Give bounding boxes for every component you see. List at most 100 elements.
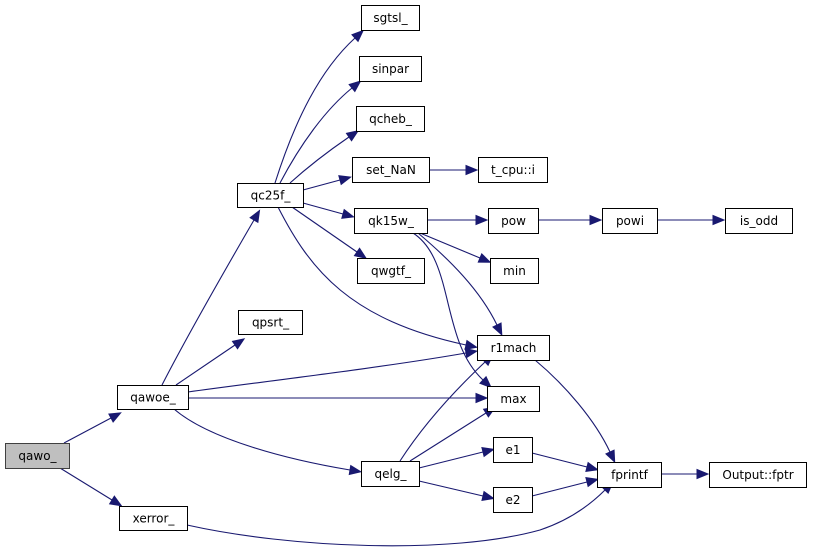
edge-qawoe--to-qelg- <box>173 408 363 476</box>
node-xerror[interactable]: xerror_ <box>119 506 188 531</box>
node-qk15w[interactable]: qk15w_ <box>354 208 428 234</box>
arrowhead-icon <box>231 338 246 350</box>
node-box[interactable] <box>478 157 548 183</box>
node-label: min <box>503 264 526 278</box>
node-box[interactable] <box>357 258 425 284</box>
edge-qc25f--to-sgtsl- <box>274 29 365 184</box>
edge-line <box>531 452 588 468</box>
edge-line <box>63 417 112 444</box>
node-fprintf[interactable]: fprintf <box>597 462 662 488</box>
node-max[interactable]: max <box>487 386 540 412</box>
node-box[interactable] <box>237 183 304 208</box>
edge-line <box>187 352 467 393</box>
edge-line <box>409 412 487 462</box>
node-qelg[interactable]: qelg_ <box>361 461 420 487</box>
edge-qc25f--to-set-NaN <box>302 175 352 191</box>
node-powi[interactable]: powi <box>602 208 658 234</box>
node-min[interactable]: min <box>490 258 539 284</box>
node-label: powi <box>616 214 644 228</box>
node-e1[interactable]: e1 <box>493 437 533 463</box>
arrowhead-icon <box>348 80 362 93</box>
node-label: xerror_ <box>133 512 176 526</box>
arrowhead-icon <box>492 322 503 337</box>
node-label: qc25f_ <box>251 189 292 203</box>
node-is-odd[interactable]: is_odd <box>725 208 793 234</box>
edge-qawoe--to-qpsrt- <box>175 338 246 386</box>
node-box[interactable] <box>709 462 807 488</box>
edge-qk15w--to-max <box>412 232 493 389</box>
arrowhead-icon <box>108 495 123 507</box>
node-box[interactable] <box>493 437 533 463</box>
edge-qc25f--to-sinpar <box>279 80 362 184</box>
edge-line <box>173 408 351 471</box>
node-box[interactable] <box>477 335 550 361</box>
node-label: fprintf <box>611 468 648 482</box>
node-box[interactable] <box>490 258 539 284</box>
arrowhead-icon <box>585 477 599 488</box>
arrowhead-icon <box>345 130 360 142</box>
node-label: is_odd <box>740 214 778 228</box>
node-box[interactable] <box>117 385 189 410</box>
arrowhead-icon <box>475 392 489 404</box>
edge-e1-to-fprintf <box>531 452 599 472</box>
node-qawo[interactable]: qawo_ <box>5 443 70 469</box>
node-label: pow <box>501 214 526 228</box>
arrowhead-icon <box>585 461 599 472</box>
edge-line <box>302 179 341 191</box>
nodes-layer: qawo_ qawoe_ xerror_ qc25f_ qpsrt_ qelg_ sgtsl… <box>5 5 807 531</box>
edge-line <box>302 202 344 215</box>
node-box[interactable] <box>352 157 430 183</box>
edge-line <box>417 232 498 326</box>
arrowhead-icon <box>464 347 479 359</box>
node-qawoe[interactable]: qawoe_ <box>117 385 189 410</box>
edge-line <box>59 467 113 501</box>
edge-qc25f--to-qwgtf- <box>291 206 368 260</box>
arrowhead-icon <box>341 208 355 219</box>
node-qc25f[interactable]: qc25f_ <box>237 183 304 208</box>
edge-qk15w--to-pow <box>427 214 489 226</box>
node-sgtsl[interactable]: sgtsl_ <box>361 5 420 31</box>
node-box[interactable] <box>354 208 428 234</box>
node-label: qpsrt_ <box>252 316 290 330</box>
edge-line <box>175 344 236 386</box>
arrowhead-icon <box>712 214 726 226</box>
node-e2[interactable]: e2 <box>493 487 533 513</box>
arrowhead-icon <box>589 214 603 226</box>
node-box[interactable] <box>602 208 658 234</box>
node-box[interactable] <box>725 208 793 234</box>
node-label: qawoe_ <box>130 391 177 405</box>
node-qcheb[interactable]: qcheb_ <box>356 106 425 132</box>
edge-qk15w--to-r1mach <box>417 232 503 337</box>
node-box[interactable] <box>361 461 420 487</box>
node-box[interactable] <box>5 443 70 469</box>
node-set-NaN[interactable]: set_NaN <box>352 157 430 183</box>
node-box[interactable] <box>119 506 188 531</box>
node-pow[interactable]: pow <box>488 208 539 234</box>
edges-layer <box>59 29 726 547</box>
node-box[interactable] <box>359 56 422 82</box>
node-box[interactable] <box>356 106 425 132</box>
node-label: qawo_ <box>18 449 57 463</box>
node-qpsrt[interactable]: qpsrt_ <box>238 310 303 335</box>
node-label: max <box>500 392 526 406</box>
edge-qawo--to-xerror- <box>59 467 123 507</box>
node-qwgtf[interactable]: qwgtf_ <box>357 258 425 284</box>
node-box[interactable] <box>361 5 420 31</box>
node-box[interactable] <box>597 462 662 488</box>
arrowhead-icon <box>481 490 495 501</box>
node-t-cpu-i[interactable]: t_cpu::i <box>478 157 548 183</box>
arrowhead-icon <box>108 412 122 423</box>
node-box[interactable] <box>487 386 540 412</box>
edge-line <box>274 37 356 184</box>
node-sinpar[interactable]: sinpar <box>359 56 422 82</box>
node-label: qelg_ <box>375 467 408 481</box>
edge-line <box>279 87 353 184</box>
node-r1mach[interactable]: r1mach <box>477 335 550 361</box>
node-box[interactable] <box>493 487 533 513</box>
node-box[interactable] <box>238 310 303 335</box>
edge-line <box>534 359 611 453</box>
node-Output-fptr[interactable]: Output::fptr <box>709 462 807 488</box>
node-box[interactable] <box>488 208 539 234</box>
arrowhead-icon <box>605 449 616 464</box>
edge-qawoe--to-r1mach <box>187 347 479 393</box>
